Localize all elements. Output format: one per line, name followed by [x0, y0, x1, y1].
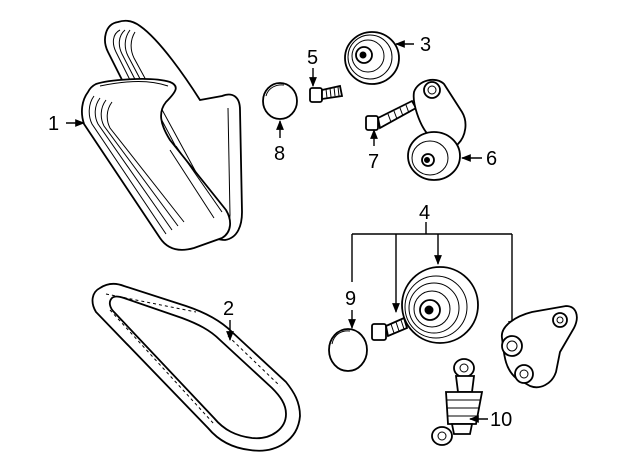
tensioner-assembly [407, 78, 467, 181]
callout-4-bracket [351, 222, 516, 331]
callout-9: 9 [345, 288, 356, 310]
callout-1: 1 [48, 113, 59, 135]
callout-8: 8 [274, 143, 285, 165]
toothed-belt [91, 282, 301, 452]
idler-pulley-top [344, 31, 400, 85]
pulley-bolt [371, 316, 409, 341]
callout-10: 10 [490, 409, 512, 431]
hydraulic-damper [431, 358, 484, 446]
bolt-small [309, 84, 344, 103]
callout-2: 2 [223, 298, 234, 320]
callout-5: 5 [307, 47, 318, 69]
idler-pulley-large [401, 266, 479, 344]
callout-3: 3 [420, 34, 431, 56]
callout-4: 4 [419, 202, 430, 224]
dust-cap-9 [328, 328, 368, 372]
dust-cap-8 [262, 82, 298, 120]
callout-6: 6 [486, 148, 497, 170]
callout-7: 7 [368, 151, 379, 173]
bolt-long [365, 99, 418, 131]
tensioner-bracket [501, 305, 578, 389]
serpentine-belt [81, 19, 243, 251]
